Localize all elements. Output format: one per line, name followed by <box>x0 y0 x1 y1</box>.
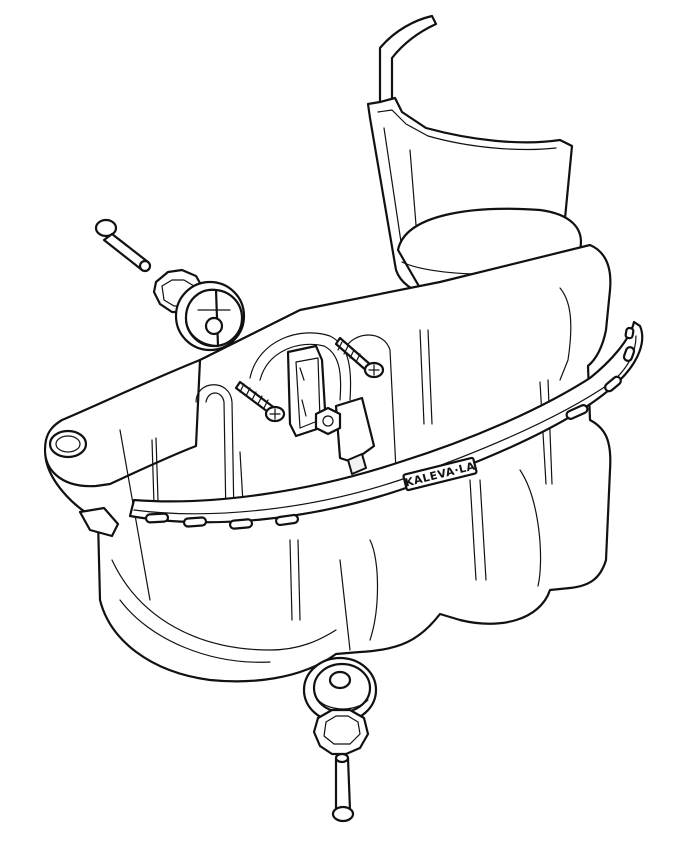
knob-bottom <box>302 656 378 756</box>
hanging-hole <box>48 429 88 459</box>
knob-top <box>152 268 246 352</box>
bin-body <box>43 243 612 683</box>
pin-top <box>94 218 152 273</box>
wall-bracket <box>286 344 376 475</box>
mounting-screw-left <box>234 380 286 423</box>
wall-bracket-nut <box>314 406 342 436</box>
pin-bottom <box>331 752 355 823</box>
mounting-screw-right <box>334 336 385 379</box>
side-clip <box>78 506 120 538</box>
